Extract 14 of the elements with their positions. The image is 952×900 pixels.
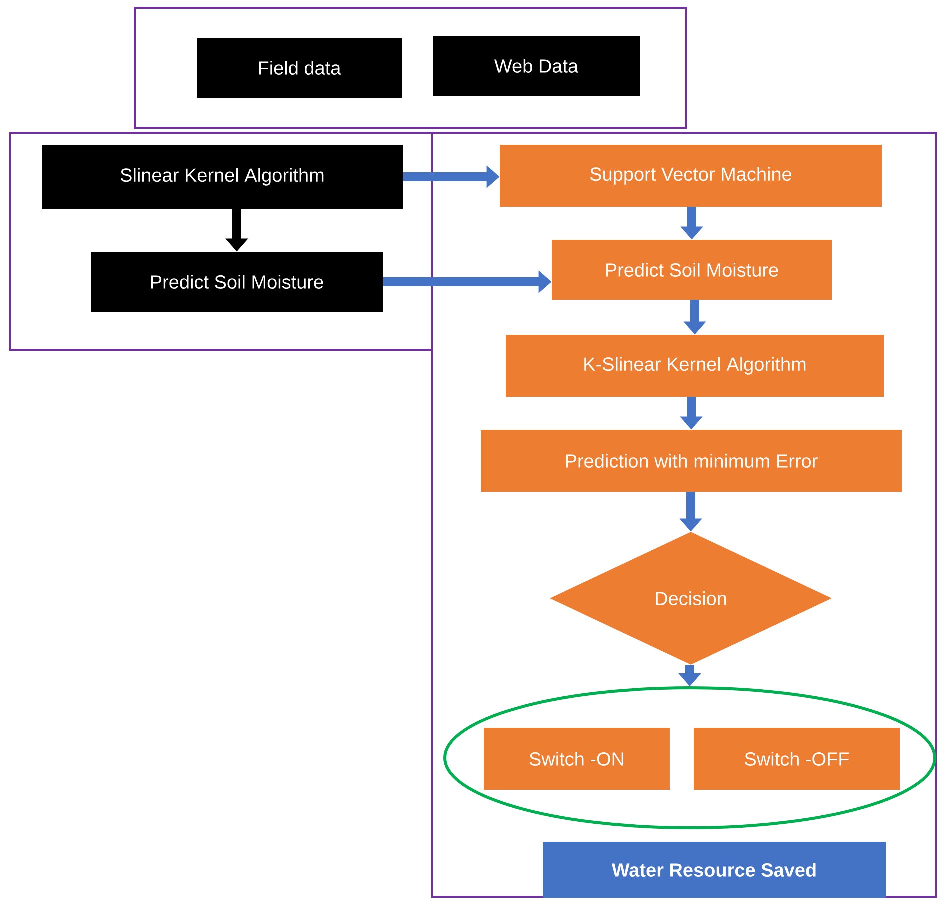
process-box: Predict Soil Moisture bbox=[91, 252, 383, 312]
process-box: K-Slinear Kernel Algorithm bbox=[506, 335, 884, 397]
process-box: Switch -OFF bbox=[694, 728, 900, 790]
process-box: Predict Soil Moisture bbox=[552, 240, 832, 300]
process-box: Support Vector Machine bbox=[500, 145, 882, 207]
ellipse-outline bbox=[444, 686, 937, 830]
process-box: Switch -ON bbox=[484, 728, 670, 790]
process-box: Web Data bbox=[433, 36, 640, 96]
process-box: Field data bbox=[197, 38, 402, 98]
frame-box bbox=[134, 7, 687, 129]
result-box: Water Resource Saved bbox=[543, 842, 886, 898]
process-box: Slinear Kernel Algorithm bbox=[42, 145, 403, 209]
process-box: Prediction with minimum Error bbox=[481, 430, 902, 492]
frame-box bbox=[9, 132, 433, 351]
